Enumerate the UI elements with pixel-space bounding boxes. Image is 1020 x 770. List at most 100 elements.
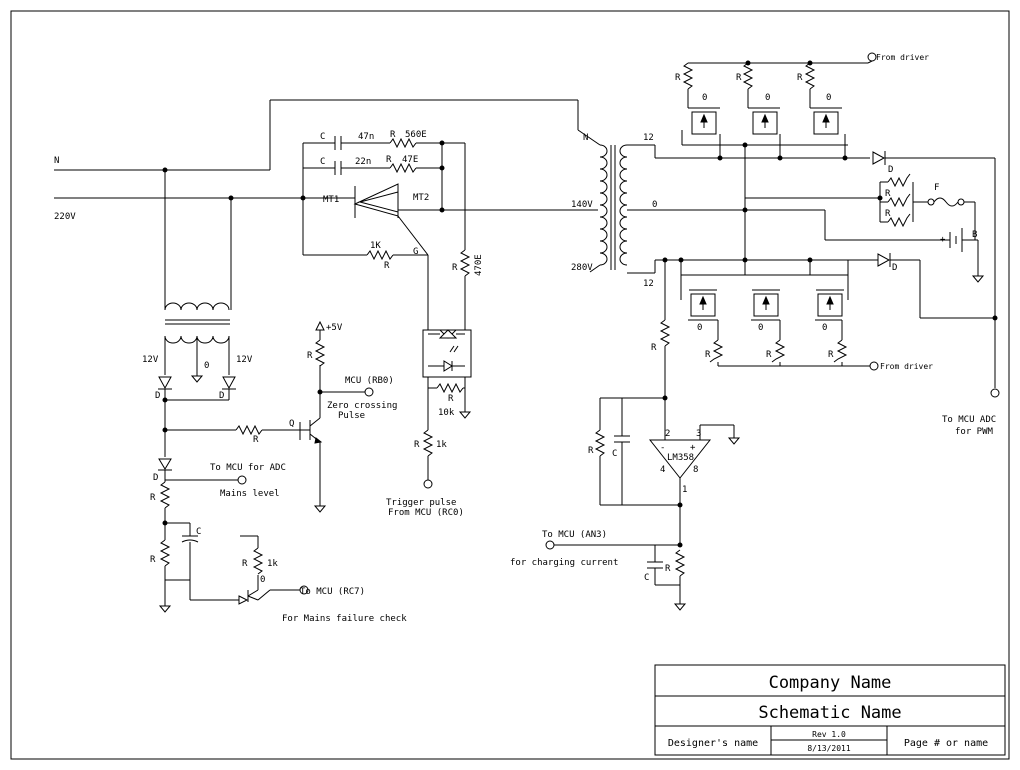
pin8-label: 8 xyxy=(693,465,698,475)
d-out1-label: D xyxy=(888,165,893,175)
small-transformer: 12V 12V 0 xyxy=(142,170,253,383)
mains-input: N 220V N xyxy=(54,99,601,222)
c-fb-label: C xyxy=(612,449,617,459)
v12-right-label: 12V xyxy=(236,355,253,365)
q-rc7-label: 0 xyxy=(260,575,265,585)
d2-label: D xyxy=(219,391,224,401)
c-sense-label: C xyxy=(644,573,649,583)
pwm-label-2: for PWM xyxy=(955,427,994,437)
company-name: Company Name xyxy=(769,673,892,693)
r-div2-label: R xyxy=(150,555,156,565)
lower-mosfet-bank: 0 0 0 R R R From driver xyxy=(680,210,933,371)
zero-crossing-circuit: Q MCU (RB0) Zero crossing Pulse +5V R xyxy=(289,320,397,513)
q-l3-label: 0 xyxy=(822,323,827,333)
t12a-label: 12 xyxy=(643,133,654,143)
revision: Rev 1.0 xyxy=(812,730,846,739)
drawing-border xyxy=(10,10,1010,760)
q-zc-label: Q xyxy=(289,419,294,429)
opamp-minus: - xyxy=(660,443,665,453)
rb0-label: MCU (RB0) xyxy=(345,376,394,386)
an3-label: To MCU (AN3) xyxy=(542,530,607,540)
pin1-label: 1 xyxy=(682,485,687,495)
rectifier: D D R D R R To MCU for ADC Mains level C xyxy=(150,376,407,624)
r-load-label: R xyxy=(665,564,671,574)
mt1-label: MT1 xyxy=(323,195,339,205)
zc-label-2: Pulse xyxy=(338,411,365,421)
k1-label: 1k xyxy=(267,559,278,569)
output-stage: D D To MCU ADC for PWM R R F xyxy=(745,151,1000,437)
trigger-label-1: Trigger pulse xyxy=(386,498,456,508)
q-l2-label: 0 xyxy=(758,323,763,333)
main-transformer: 140V 280V 12 0 12 xyxy=(571,133,880,289)
opto-triac: R 10k R 1k Trigger pulse From MCU (RC0) xyxy=(386,329,472,518)
r470-label: 470E xyxy=(474,254,484,276)
d3-label: D xyxy=(153,473,158,483)
rb-label: R xyxy=(253,435,259,445)
q-u2-label: 0 xyxy=(765,93,770,103)
r-g3-label: R xyxy=(797,73,803,83)
lm358-label: LM358 xyxy=(667,453,694,463)
pin4-label: 4 xyxy=(660,465,665,475)
r47-r-label: R xyxy=(386,155,392,165)
pwm-label-1: To MCU ADC xyxy=(942,415,996,425)
r-sense-label: R xyxy=(651,343,657,353)
t-n-label: N xyxy=(583,133,588,143)
t280-label: 280V xyxy=(571,263,593,273)
fuse-label: F xyxy=(934,183,939,193)
schematic-name: Schematic Name xyxy=(758,703,901,723)
r-gl3-label: R xyxy=(828,350,834,360)
r10k-r-label: R xyxy=(448,394,454,404)
q-u1-label: 0 xyxy=(702,93,707,103)
from-driver-1: From driver xyxy=(876,53,929,62)
t140-label: 140V xyxy=(571,200,593,210)
r-fb-label: R xyxy=(588,446,594,456)
q-l1-label: 0 xyxy=(697,323,702,333)
batt-plus-label: + xyxy=(940,235,946,245)
page-number: Page # or name xyxy=(904,738,988,749)
d-out2-label: D xyxy=(892,263,897,273)
r-pullup-label: R xyxy=(307,351,313,361)
v220-label: 220V xyxy=(54,212,76,222)
c22-c-label: C xyxy=(320,157,325,167)
date: 8/13/2011 xyxy=(807,744,851,753)
r-gl2-label: R xyxy=(766,350,772,360)
v12-left-label: 12V xyxy=(142,355,159,365)
adc-mains-label-2: Mains level xyxy=(220,489,280,499)
trigger-label-2: From MCU (RC0) xyxy=(388,508,464,518)
c47-c-label: C xyxy=(320,132,325,142)
q-u3-label: 0 xyxy=(826,93,831,103)
title-block: Company Name Schematic Name Designer's n… xyxy=(654,664,1006,756)
r1k-r-label: R xyxy=(384,261,390,271)
designer-name: Designer's name xyxy=(668,738,758,749)
r-gl1-label: R xyxy=(705,350,711,360)
r10k-label: 10k xyxy=(438,408,455,418)
r1k-label: 1K xyxy=(370,241,381,251)
v5-label: +5V xyxy=(326,323,343,333)
gate-label: G xyxy=(413,247,418,257)
r-shunt1-label: R xyxy=(885,189,891,199)
opamp-plus: + xyxy=(690,443,696,453)
neutral-label: N xyxy=(54,156,59,166)
d1-label: D xyxy=(155,391,160,401)
triac-section: C 47n R 560E C 22n R 47E MT1 MT2 G R xyxy=(300,130,598,330)
r560-r-label: R xyxy=(390,130,396,140)
pin3-label: 3 xyxy=(696,429,701,439)
r-shunt2-label: R xyxy=(885,209,891,219)
r-g1-label: R xyxy=(675,73,681,83)
r560-label: 560E xyxy=(405,130,427,140)
rc7-label: To MCU (RC7) xyxy=(300,587,365,597)
c-filter-label: C xyxy=(196,527,201,537)
r-rc7-label: R xyxy=(242,559,248,569)
mt2-label: MT2 xyxy=(413,193,429,203)
t0-label: 0 xyxy=(652,200,657,210)
r47-label: 47E xyxy=(402,155,418,165)
current-sense: R R C - + LM358 2 3 4 8 1 To MCU (AN3) f… xyxy=(510,257,740,611)
charging-label: for charging current xyxy=(510,558,618,568)
from-driver-2: From driver xyxy=(880,362,933,371)
r1k-opto-r-label: R xyxy=(414,440,420,450)
r470-r-label: R xyxy=(452,263,458,273)
r1k-opto-label: 1k xyxy=(436,440,447,450)
pin2-label: 2 xyxy=(665,429,670,439)
